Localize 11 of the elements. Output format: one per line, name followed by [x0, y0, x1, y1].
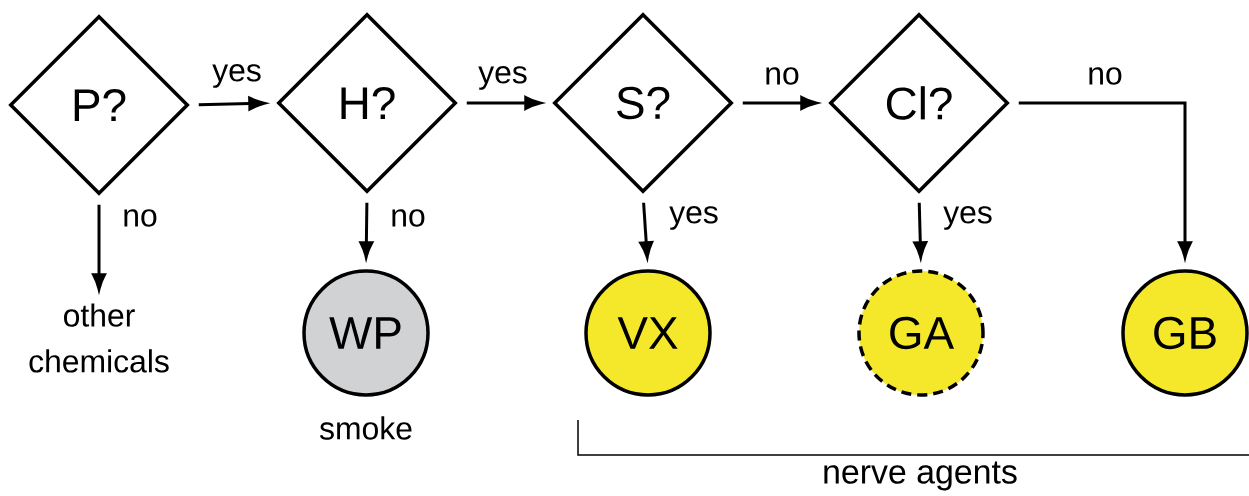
- outcome-text: other chemicals: [29, 303, 169, 373]
- edge-label: no: [124, 209, 157, 227]
- edge-label: yes: [478, 66, 527, 90]
- caption-text: smoke: [319, 416, 412, 440]
- edge-label: no: [1089, 67, 1122, 85]
- edge-label: yes: [669, 206, 718, 230]
- edge-label: yes: [212, 64, 261, 88]
- edge-label: no: [392, 209, 425, 227]
- edge-label: yes: [943, 206, 992, 230]
- edge-label: no: [766, 67, 799, 85]
- group-label: nerve agents: [824, 461, 1017, 491]
